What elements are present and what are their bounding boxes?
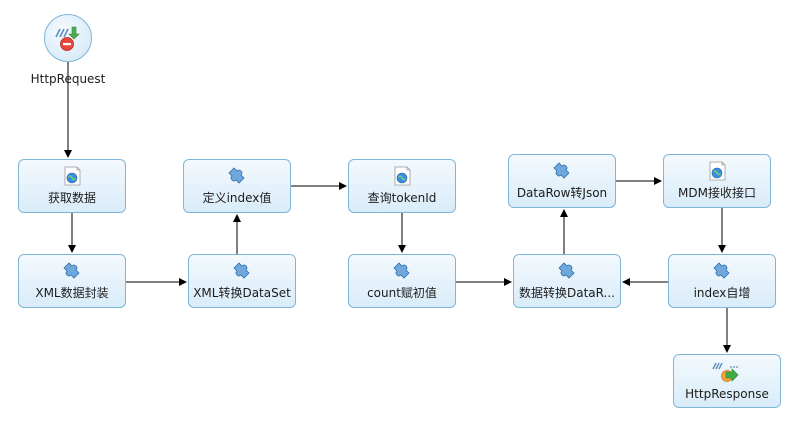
globe-page-icon bbox=[705, 159, 729, 183]
puzzle-icon bbox=[710, 259, 734, 283]
fetch-data-label: 获取数据 bbox=[47, 191, 96, 205]
globe-page-icon bbox=[390, 164, 414, 188]
index-increment-node[interactable]: index自增 bbox=[668, 254, 776, 308]
puzzle-icon bbox=[60, 259, 84, 283]
puzzle-icon bbox=[390, 259, 414, 283]
xml-to-dataset-label: XML转换DataSet bbox=[193, 286, 291, 300]
query-token-node[interactable]: 查询tokenId bbox=[348, 159, 456, 213]
define-index-label: 定义index值 bbox=[202, 191, 272, 205]
puzzle-icon bbox=[550, 159, 574, 183]
xml-to-dataset-node[interactable]: XML转换DataSet bbox=[188, 254, 296, 308]
datarow-to-json-label: DataRow转Json bbox=[516, 186, 608, 200]
define-index-node[interactable]: 定义index值 bbox=[183, 159, 291, 213]
xml-wrap-node[interactable]: XML数据封装 bbox=[18, 254, 126, 308]
datarow-to-json-node[interactable]: DataRow转Json bbox=[508, 154, 616, 208]
query-token-label: 查询tokenId bbox=[367, 191, 437, 205]
index-increment-label: index自增 bbox=[693, 286, 751, 300]
puzzle-icon bbox=[555, 259, 579, 283]
xml-wrap-label: XML数据封装 bbox=[35, 286, 109, 300]
http-response-icon bbox=[711, 358, 745, 384]
http-request-icon bbox=[55, 26, 80, 51]
http-request-node[interactable] bbox=[44, 14, 92, 62]
http-response-label: HttpResponse bbox=[685, 387, 769, 401]
puzzle-icon bbox=[230, 259, 254, 283]
globe-page-icon bbox=[60, 164, 84, 188]
puzzle-icon bbox=[225, 164, 249, 188]
convert-datarow-node[interactable]: 数据转换DataR... bbox=[513, 254, 621, 308]
edges-layer bbox=[64, 62, 731, 353]
convert-datarow-label: 数据转换DataR... bbox=[518, 286, 615, 300]
http-response-node[interactable]: HttpResponse bbox=[673, 354, 781, 408]
fetch-data-node[interactable]: 获取数据 bbox=[18, 159, 126, 213]
http-request-label: HttpRequest bbox=[30, 72, 106, 86]
count-init-node[interactable]: count赋初值 bbox=[348, 254, 456, 308]
count-init-label: count赋初值 bbox=[367, 286, 437, 300]
mdm-interface-node[interactable]: MDM接收接口 bbox=[663, 154, 771, 208]
mdm-interface-label: MDM接收接口 bbox=[678, 186, 756, 200]
